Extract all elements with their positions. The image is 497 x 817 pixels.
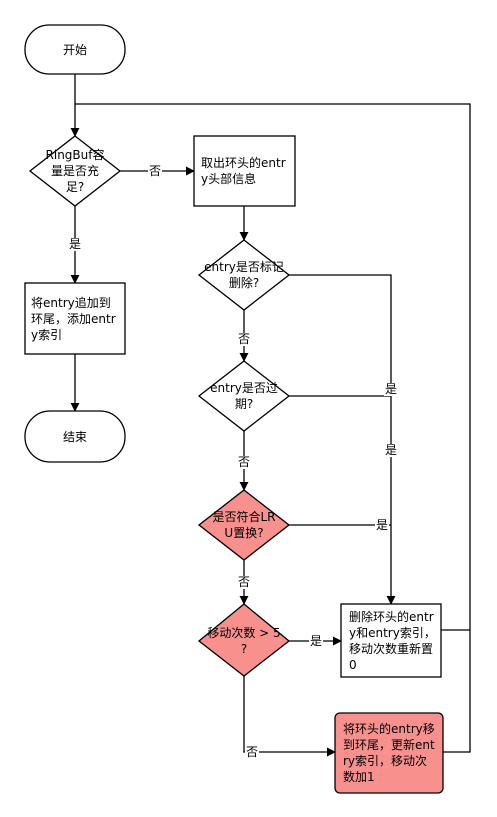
node-move-to-tail: 将环头的entry移到环尾，更新entry索引，移动次数加1: [343, 722, 435, 784]
edge-tail-to-loop: [443, 630, 471, 753]
node-ringbuf-check: RingBuf容量是否充足?: [45, 148, 105, 194]
edge-deleted-yes: [289, 274, 396, 605]
node-append-entry-shape: [24, 282, 126, 355]
node-end-shape: [24, 410, 126, 463]
node-end: 结束: [62, 429, 87, 444]
node-move-count-check-shape: [197, 603, 291, 677]
edge-label-move-no: 否: [245, 745, 260, 759]
edge-label-lru-no: 否: [237, 575, 252, 589]
node-deleted-check: entry是否标记删除?: [204, 260, 284, 290]
edge-label-expired-no: 否: [237, 455, 252, 469]
node-fetch-head: 取出环头的entry头部信息: [201, 156, 286, 186]
edge-label-ringbuf-no: 否: [148, 164, 163, 178]
node-start: 开始: [62, 42, 87, 57]
node-start-shape: [24, 24, 126, 75]
node-lru-check: 是否符合LRU置换?: [212, 510, 276, 540]
node-ringbuf-check-shape: [28, 135, 122, 207]
edge-label-move-yes: 是: [309, 634, 324, 648]
edge-label-deleted-yes: 是: [384, 382, 399, 396]
node-delete-head: 删除环头的entry和entry索引，移动次数重新置0: [349, 609, 436, 672]
node-fetch-head-shape: [193, 135, 296, 207]
edge-label-lru-yes: 是: [375, 518, 390, 532]
node-move-to-tail-shape: [334, 712, 444, 794]
edge-label-expired-yes: 是: [384, 443, 399, 457]
node-append-entry: 将entry追加到环尾，添加entry索引: [31, 295, 116, 342]
node-lru-check-shape: [197, 489, 291, 561]
node-move-count-check: 移动次数 > 5 ?: [207, 626, 281, 656]
edge-label-ringbuf-yes: 是: [68, 237, 83, 251]
edge-loop-return: [75, 103, 471, 630]
edge-move-no: [243, 676, 336, 757]
node-delete-head-shape: [340, 603, 442, 678]
node-deleted-check-shape: [197, 239, 291, 311]
node-expired-check: entry是否过期?: [210, 381, 278, 411]
edge-label-deleted-no: 否: [237, 332, 252, 346]
node-expired-check-shape: [197, 360, 291, 432]
